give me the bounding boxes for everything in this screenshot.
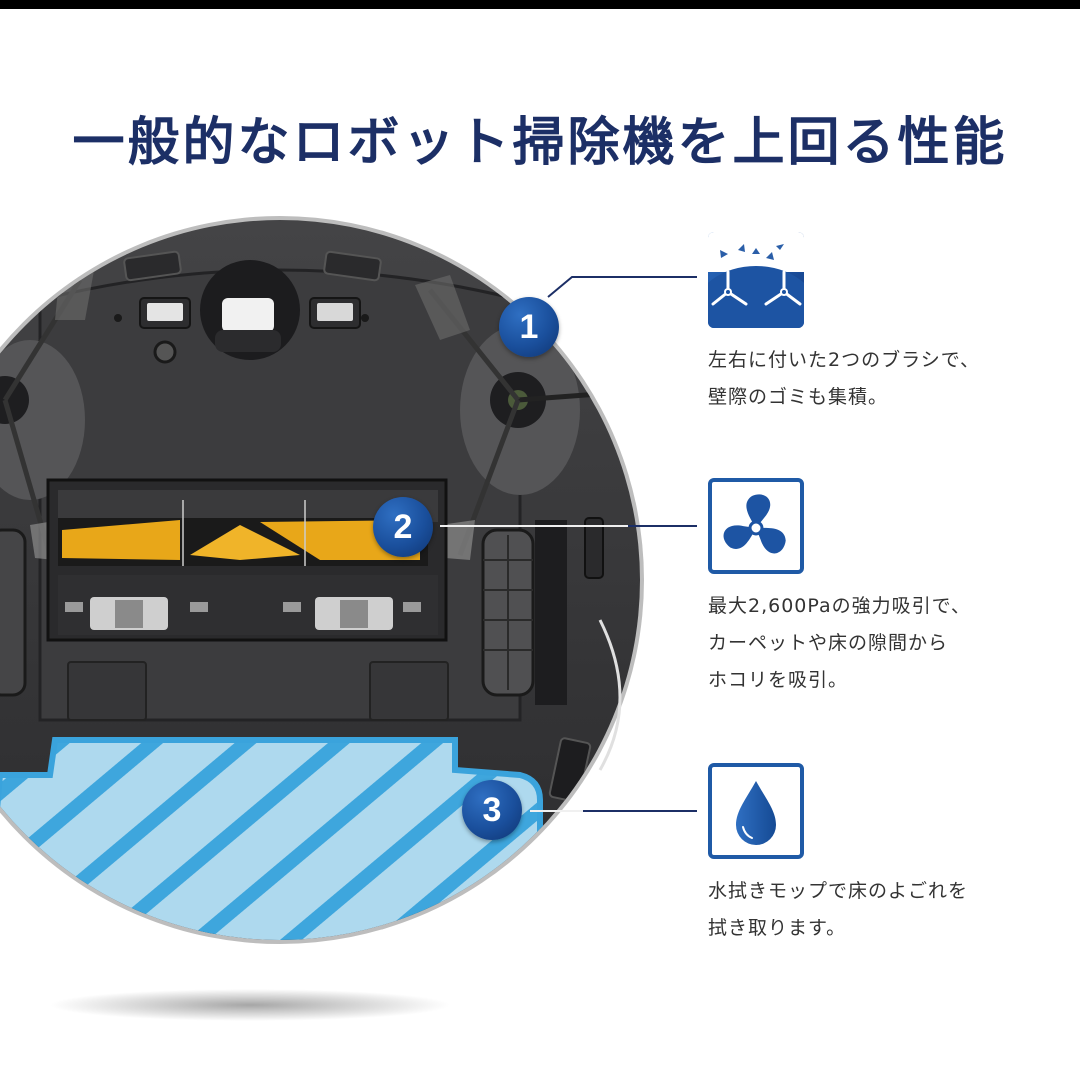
feature-3-description: 水拭きモップで床のよごれを 拭き取ります。 [708, 873, 968, 947]
feature-mop: 水拭きモップで床のよごれを 拭き取ります。 [708, 763, 968, 947]
feature-2-line-1: 最大2,600Paの強力吸引で、 [708, 595, 971, 617]
water-drop-icon [708, 763, 804, 859]
callout-badge-2: 2 [373, 497, 433, 557]
feature-1-line-2: 壁際のゴミも集積。 [708, 386, 889, 408]
feature-side-brushes: 左右に付いた2つのブラシで、 壁際のゴミも集積。 [708, 232, 980, 416]
feature-2-line-3: ホコリを吸引。 [708, 669, 849, 691]
feature-3-line-1: 水拭きモップで床のよごれを [708, 880, 969, 902]
side-brush-icon [708, 232, 804, 328]
fan-suction-icon [708, 478, 804, 574]
top-black-bar [0, 0, 1080, 9]
feature-suction: 最大2,600Paの強力吸引で、 カーペットや床の隙間から ホコリを吸引。 [708, 478, 971, 699]
feature-2-line-2: カーペットや床の隙間から [708, 632, 949, 654]
callout-badge-3: 3 [462, 780, 522, 840]
page-title: 一般的なロボット掃除機を上回る性能 [72, 113, 1008, 173]
callout-badge-1: 1 [499, 297, 559, 357]
feature-2-description: 最大2,600Paの強力吸引で、 カーペットや床の隙間から ホコリを吸引。 [708, 588, 971, 699]
feature-3-line-2: 拭き取ります。 [708, 917, 847, 939]
feature-1-description: 左右に付いた2つのブラシで、 壁際のゴミも集積。 [708, 342, 980, 416]
feature-1-line-1: 左右に付いた2つのブラシで、 [708, 349, 980, 371]
